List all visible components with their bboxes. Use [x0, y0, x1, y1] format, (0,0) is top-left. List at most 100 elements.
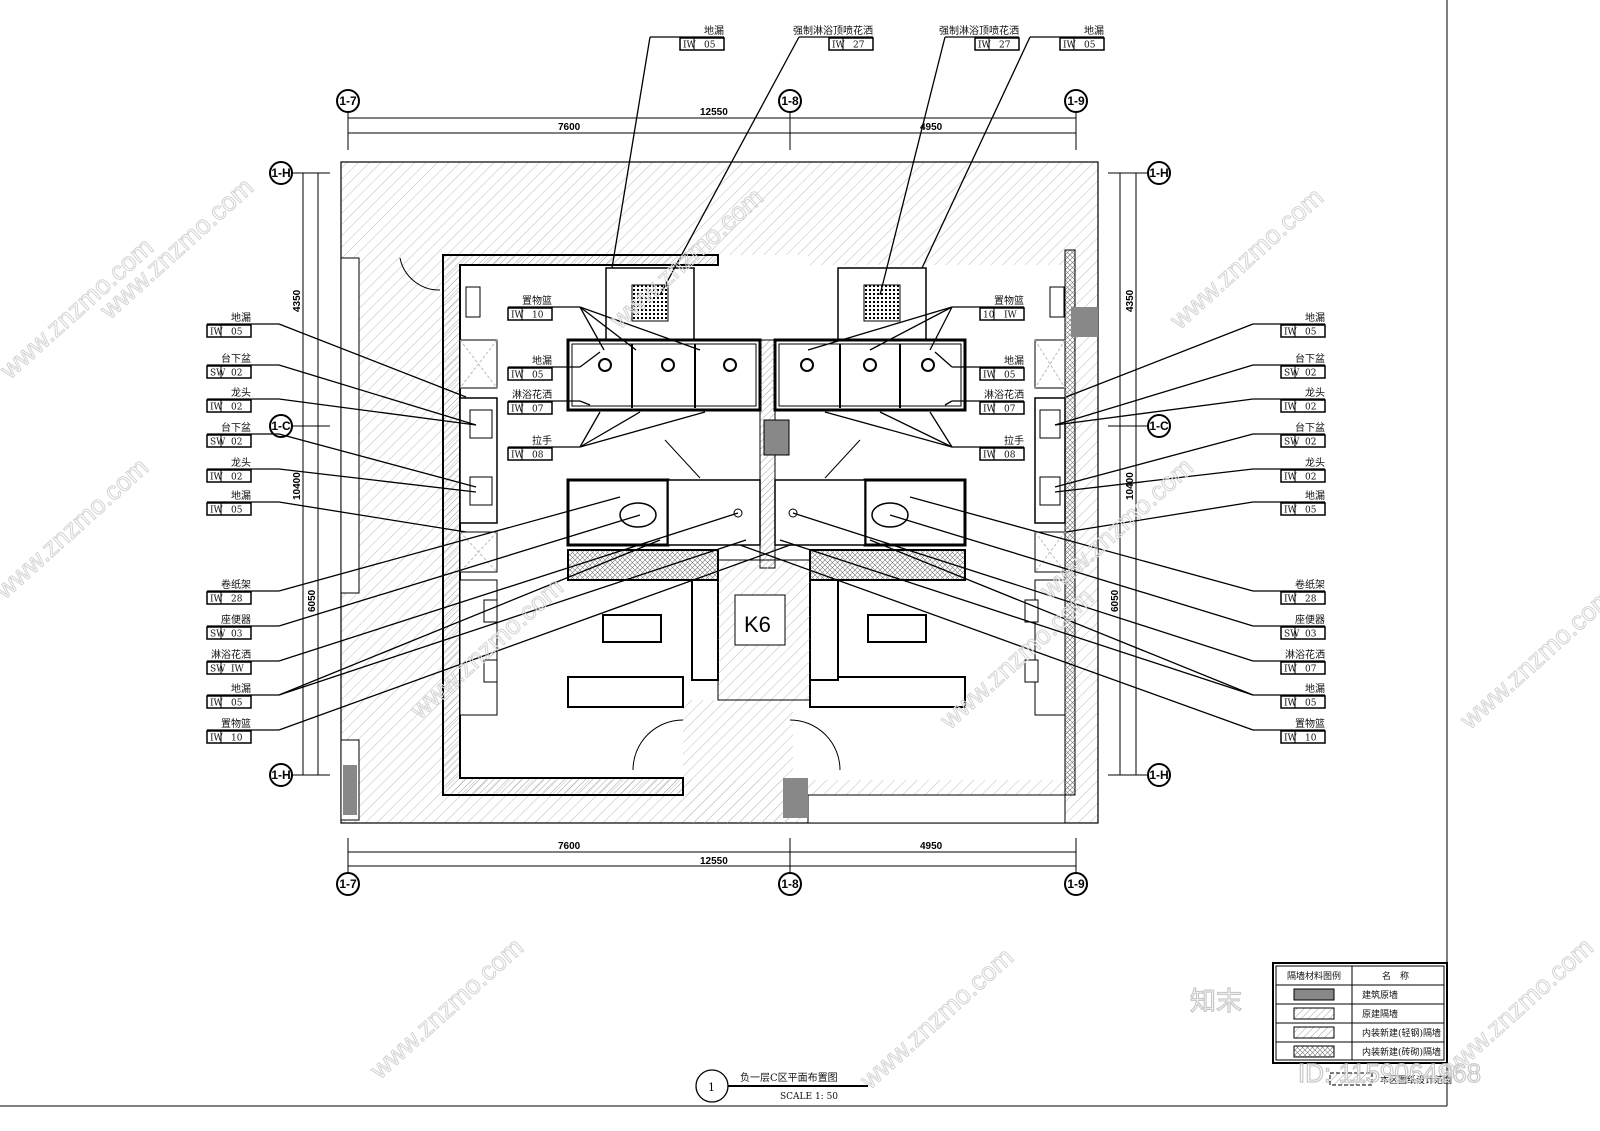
- leader-line: [1065, 501, 1254, 533]
- callout-code-number: 05: [231, 506, 243, 516]
- callout-code-number: 02: [1305, 438, 1316, 448]
- callout-label: 地漏: [231, 311, 251, 324]
- leader-line: [278, 544, 791, 731]
- callout-label: 地漏: [231, 682, 251, 695]
- callout-code-type: SW: [1284, 630, 1300, 640]
- callout-code-number: 05: [1305, 328, 1317, 338]
- brand-logo-watermark: 知末: [1190, 986, 1242, 1016]
- callout-code-number: 08: [532, 451, 544, 461]
- callout-code-type: IW: [511, 405, 525, 415]
- leader-line: [278, 323, 467, 398]
- grid-axis-label: 1-7: [339, 877, 357, 891]
- drawing-title-block: 1 负一层C区平面布置图 SCALE 1: 50: [695, 1069, 868, 1103]
- callout-code-number: 28: [231, 595, 243, 605]
- callout-code-type: IW: [511, 371, 525, 381]
- callout-label: 强制淋浴顶喷花洒: [939, 24, 1019, 37]
- dim-upper-height-right: 4350: [1125, 289, 1136, 312]
- grid-axis-label: 1-H: [271, 166, 290, 180]
- callout-label: 龙头: [231, 386, 251, 399]
- dim-total-width-top: 12550: [700, 107, 728, 118]
- leader-line: [879, 411, 953, 448]
- callout-label: 地漏: [1305, 489, 1325, 502]
- callout-code-number: IW: [1004, 311, 1018, 321]
- dim-upper-height-left: 4350: [292, 289, 303, 312]
- leader-line: [807, 306, 953, 351]
- leader-line: [579, 411, 601, 448]
- callout-code-number: 05: [1305, 506, 1317, 516]
- callout-code-number: 02: [1305, 473, 1316, 483]
- callout-code-type: IW: [1063, 41, 1077, 51]
- callout-label: 淋浴花洒: [984, 388, 1024, 401]
- callout-code-type: SW: [1284, 369, 1300, 379]
- callout-label: 地漏: [704, 24, 724, 37]
- callout-code-number: 10: [231, 734, 243, 744]
- callout-label: 置物篮: [1295, 717, 1325, 730]
- grid-axis-bubble-icon: [1147, 763, 1171, 787]
- callout-code-type: IW: [1284, 473, 1298, 483]
- shower-head-icon: [800, 358, 814, 372]
- leader-line: [739, 544, 1254, 731]
- right-vanity-column: [1024, 339, 1066, 716]
- site-watermark: www.znzmo.com: [0, 232, 159, 385]
- callout-code-type: 10: [983, 311, 995, 321]
- callout-code-type: IW: [832, 41, 846, 51]
- grid-axis-bubble-icon: [778, 872, 802, 896]
- callout-code-number: 05: [231, 699, 243, 709]
- callout-code-number: 07: [1004, 405, 1016, 415]
- callout-code-type: IW: [983, 405, 997, 415]
- legend-header-pattern: 隔墙材料图例: [1287, 970, 1341, 982]
- callout-code-type: IW: [511, 311, 525, 321]
- grid-axis-bubble-icon: [1147, 161, 1171, 185]
- leader-line: [579, 306, 637, 351]
- callout-code-type: SW: [210, 665, 226, 675]
- callout-label: 拉手: [1004, 434, 1024, 447]
- grid-axis-label: 1-8: [781, 94, 799, 108]
- legend-row-name: 内装新建(砖砌)隔墙: [1362, 1046, 1441, 1058]
- leader-line: [909, 496, 1254, 592]
- leader-line: [869, 539, 1254, 696]
- room-tag: K6: [744, 612, 771, 637]
- grid-axis-right: 1-H: [1108, 161, 1171, 185]
- grid-axis-left: 1-H: [269, 763, 330, 787]
- grid-axis-top: 1-8: [778, 89, 802, 150]
- callout-code-type: IW: [1284, 699, 1298, 709]
- callout-code-type: IW: [210, 734, 224, 744]
- legend-swatch-hatch: [1293, 1007, 1335, 1020]
- grid-axis-label: 1-9: [1067, 94, 1085, 108]
- callout-code-type: IW: [1284, 328, 1298, 338]
- grid-axis-left: 1-C: [269, 414, 330, 438]
- leader-line: [579, 306, 605, 351]
- leader-line: [1065, 323, 1254, 398]
- callout-label: 龙头: [231, 456, 251, 469]
- grid-axis-label: 1-9: [1067, 877, 1085, 891]
- grid-axis-label: 1-H: [1149, 768, 1168, 782]
- dim-total-height-left: 10400: [292, 472, 303, 500]
- callout-code-number: 10: [532, 311, 544, 321]
- callout-label: 地漏: [532, 354, 552, 367]
- callout-label: 地漏: [1004, 354, 1024, 367]
- callout-code-number: 08: [1004, 451, 1016, 461]
- doors: [399, 257, 841, 771]
- leader-line: [879, 36, 946, 296]
- callout-label: 拉手: [532, 434, 552, 447]
- grid-axis-bubble-icon: [778, 89, 802, 113]
- grid-axis-top: 1-7: [336, 89, 360, 150]
- grid-axis-bubble-icon: [336, 872, 360, 896]
- callout-code-type: IW: [1284, 403, 1298, 413]
- callout-code-type: SW: [210, 438, 226, 448]
- callout-code-type: IW: [1284, 665, 1298, 675]
- callout-label: 台下盆: [1295, 421, 1325, 434]
